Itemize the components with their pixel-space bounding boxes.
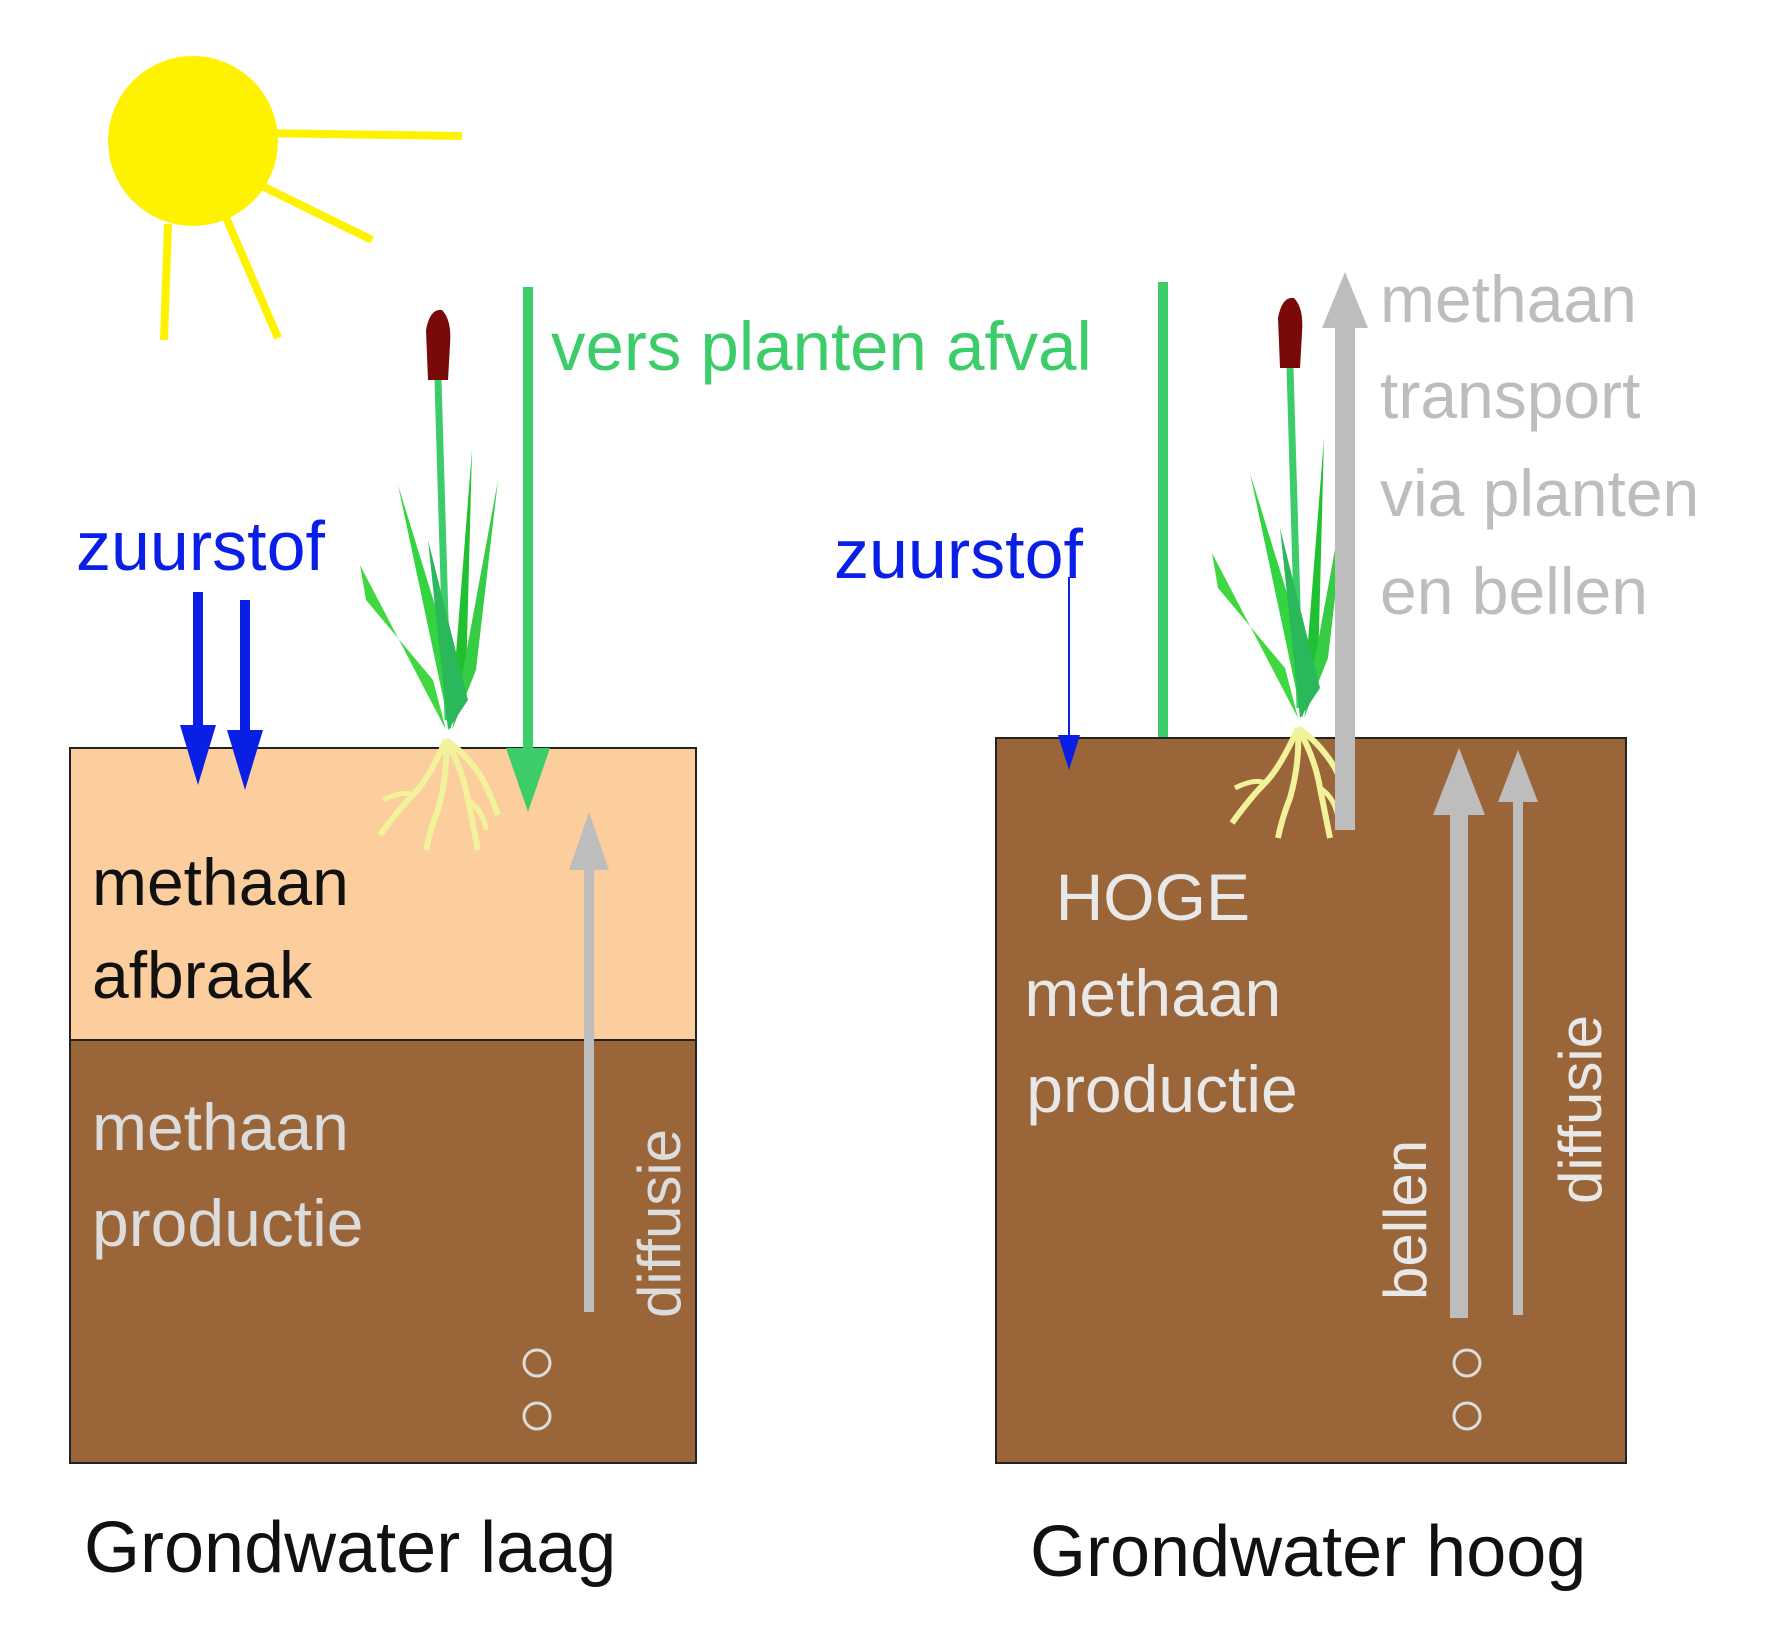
left-oxidation-line-1: methaan xyxy=(92,845,349,919)
right-bubbles-arrow xyxy=(1433,748,1485,1318)
right-oxygen-arrow xyxy=(1058,577,1080,770)
right-production-line-2: methaan xyxy=(1024,956,1281,1030)
left-diffusion-label: diffusie xyxy=(626,1129,693,1318)
transport-arrow xyxy=(1322,272,1368,830)
litter-label: vers planten afval xyxy=(551,308,1092,385)
left-oxygen-label: zuurstof xyxy=(76,507,326,585)
left-litter-arrow xyxy=(506,287,550,812)
left-caption: Grondwater laag xyxy=(84,1508,616,1588)
left-production-line-1: methaan xyxy=(92,1090,349,1164)
left-oxidation-label: methaan afbraak xyxy=(92,845,367,1012)
sun-icon xyxy=(108,56,463,341)
right-production-line-1: HOGE xyxy=(1056,860,1250,934)
right-production-label: HOGE methaan productie xyxy=(1024,860,1299,1126)
left-diffusion-arrow xyxy=(569,812,609,1312)
left-bubbles-icon xyxy=(522,1348,552,1431)
right-caption: Grondwater hoog xyxy=(1030,1512,1586,1592)
right-oxygen-label: zuurstof xyxy=(834,515,1084,593)
transport-label: methaan transport via planten en bellen xyxy=(1380,262,1718,628)
right-litter-arrow xyxy=(1141,282,1185,808)
right-diffusion-arrow xyxy=(1498,750,1538,1315)
left-production-label: methaan productie xyxy=(92,1090,367,1260)
transport-line-4: en bellen xyxy=(1380,554,1648,628)
left-production-line-2: productie xyxy=(92,1186,364,1260)
left-oxygen-arrows xyxy=(180,592,263,790)
left-oxidation-line-2: afbraak xyxy=(92,938,313,1012)
right-bubbles-label: bellen xyxy=(1372,1140,1439,1300)
transport-line-1: methaan xyxy=(1380,262,1637,336)
right-production-line-3: productie xyxy=(1026,1052,1298,1126)
right-diffusion-label: diffusie xyxy=(1547,1015,1614,1204)
transport-line-3: via planten xyxy=(1380,456,1699,530)
right-bubbles-icon xyxy=(1452,1348,1482,1431)
transport-line-2: transport xyxy=(1380,358,1640,432)
